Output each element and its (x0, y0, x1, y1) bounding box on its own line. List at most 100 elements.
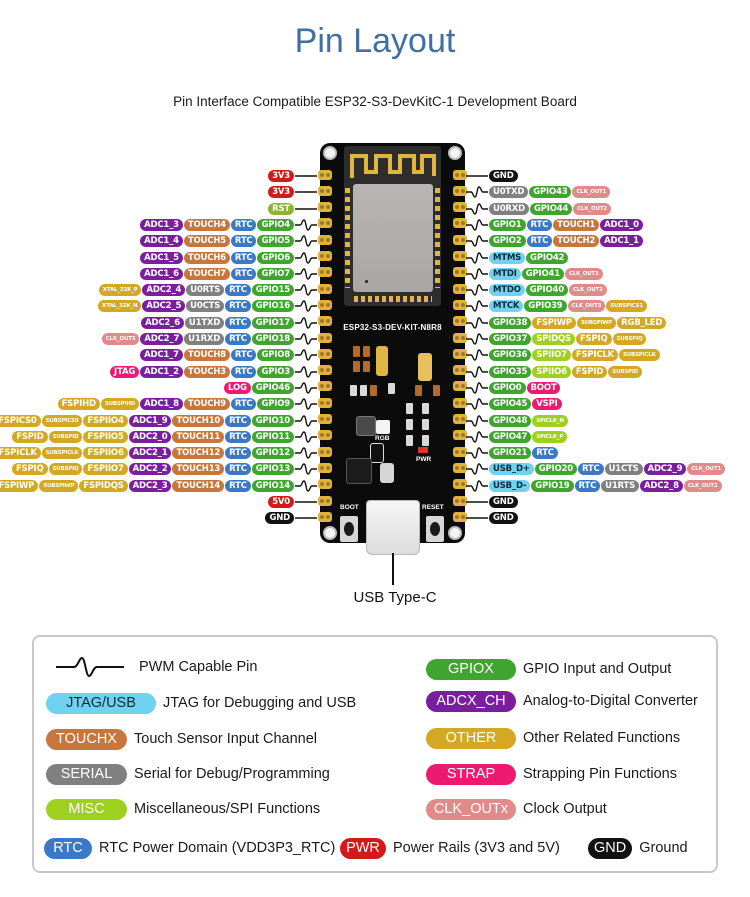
right-pin-row: GND (466, 512, 518, 525)
pin-label-misc: SPIIO7 (532, 349, 571, 362)
header-pin (318, 283, 332, 294)
legend-swatch: RTC (44, 837, 92, 859)
pin-label-gpio: GPIO3 (257, 365, 294, 378)
pin-label-other: SUBSPID (48, 430, 83, 443)
legend-swatch: JTAG/USB (46, 692, 156, 714)
pin-label-rtc: RTC (230, 398, 257, 411)
pin-label-other: FSPIIO7 (83, 463, 128, 476)
rf-shield (353, 184, 433, 292)
header-pin (453, 381, 467, 392)
pin-label-gpio: GPIO15 (251, 284, 294, 297)
pin-label-gpio: GPIO36 (489, 349, 532, 362)
pwm-wave-icon (295, 268, 317, 280)
pin-label-gpio: GPIO20 (534, 463, 577, 476)
pin-label-gpio: GPIO10 (251, 414, 294, 427)
pin-label-rtc: RTC (225, 333, 251, 345)
pin-label-rtc: RTC (225, 316, 251, 329)
pin-label-other: SUBSPIWP (576, 316, 617, 329)
pin-label-gpio: GPIO45 (489, 398, 532, 411)
header-pin (453, 479, 467, 490)
header-pin (318, 218, 332, 229)
pin-label-other: SUBSPIQ (48, 463, 83, 476)
header-pin (453, 414, 467, 424)
pin-label-gpio: GPIO1 (489, 218, 526, 231)
pin-label-clk: CLK_OUT2 (573, 202, 611, 215)
legend-description: GPIO Input and Output (523, 661, 672, 677)
pin-label-jtag: MTDI (489, 267, 521, 280)
pin-label-gnd: GND (489, 170, 518, 182)
header-pin (453, 495, 467, 506)
pwm-wave-icon (295, 414, 317, 427)
pwm-wave-icon (466, 284, 488, 296)
pin-label-adc: ADC2_4 (142, 284, 186, 297)
pin-label-jtag: MTDO (489, 284, 525, 297)
pin-label-touch: TOUCH4 (183, 218, 230, 231)
header-pin (453, 397, 467, 408)
pin-label-jtag: USB_D- (489, 479, 531, 492)
header-pin (318, 332, 332, 343)
pin-label-other: FSPICLK (0, 447, 41, 460)
pin-label-gpio: GPIO40 (525, 284, 568, 297)
pin-label-jtag: USB_D+ (489, 463, 534, 476)
board-model-label: ESP32-S3-DEV-KIT-N8R8 (343, 323, 442, 332)
header-pin (453, 283, 467, 294)
pin-label-gnd: GND (489, 512, 518, 525)
pin-wire (466, 170, 488, 182)
pin-label-gnd: GND (265, 512, 294, 525)
rgb-led (376, 420, 390, 434)
pwm-wave-icon (466, 268, 488, 280)
boot-button[interactable] (340, 516, 358, 542)
pin-label-strap: BOOT (526, 381, 561, 394)
pin-label-other: FSPICLK (571, 349, 619, 362)
pin-label-other: FSPID (571, 365, 608, 378)
pwm-wave-icon (466, 447, 488, 459)
pin-label-pwr: 3V3 (268, 186, 294, 199)
pin-label-touch: TOUCH14 (172, 479, 225, 492)
pin-label-gpio: GPIO6 (257, 251, 294, 264)
header-pin (453, 218, 467, 229)
pwm-wave-icon (466, 349, 488, 361)
pin-wire (295, 203, 317, 215)
pin-label-serial: U0RTS (186, 284, 225, 297)
pin-wire (295, 496, 317, 508)
pwm-wave-icon (295, 479, 317, 492)
pin-label-gpio: GPIO14 (251, 479, 294, 492)
left-pin-row: 3V3 (268, 170, 317, 183)
antenna-icon (350, 154, 436, 178)
pin-label-adc: ADC1_7 (140, 349, 183, 362)
legend-swatch: PWR (340, 837, 386, 859)
pin-label-adc: ADC2_3 (128, 479, 172, 492)
pin-label-rtc: RTC (230, 349, 257, 362)
pin-label-adc: ADC1_1 (600, 235, 643, 248)
header-pin (453, 169, 467, 180)
pin-label-touch: TOUCH10 (172, 414, 225, 427)
pin-label-other: XTAL_32K_N (98, 300, 142, 313)
legend-description: Serial for Debug/Programming (134, 766, 330, 782)
reset-button[interactable] (426, 516, 444, 542)
pin-label-other: SUBSPICLK (41, 447, 83, 460)
header-pin (318, 430, 332, 441)
pin-label-gpio: GPIO21 (489, 447, 532, 460)
header-pin (453, 430, 467, 441)
pwm-wave-icon (295, 463, 317, 476)
pin-label-gpio: GPIO8 (257, 349, 294, 362)
pwm-wave-icon (466, 382, 488, 394)
module-pads (345, 188, 350, 288)
